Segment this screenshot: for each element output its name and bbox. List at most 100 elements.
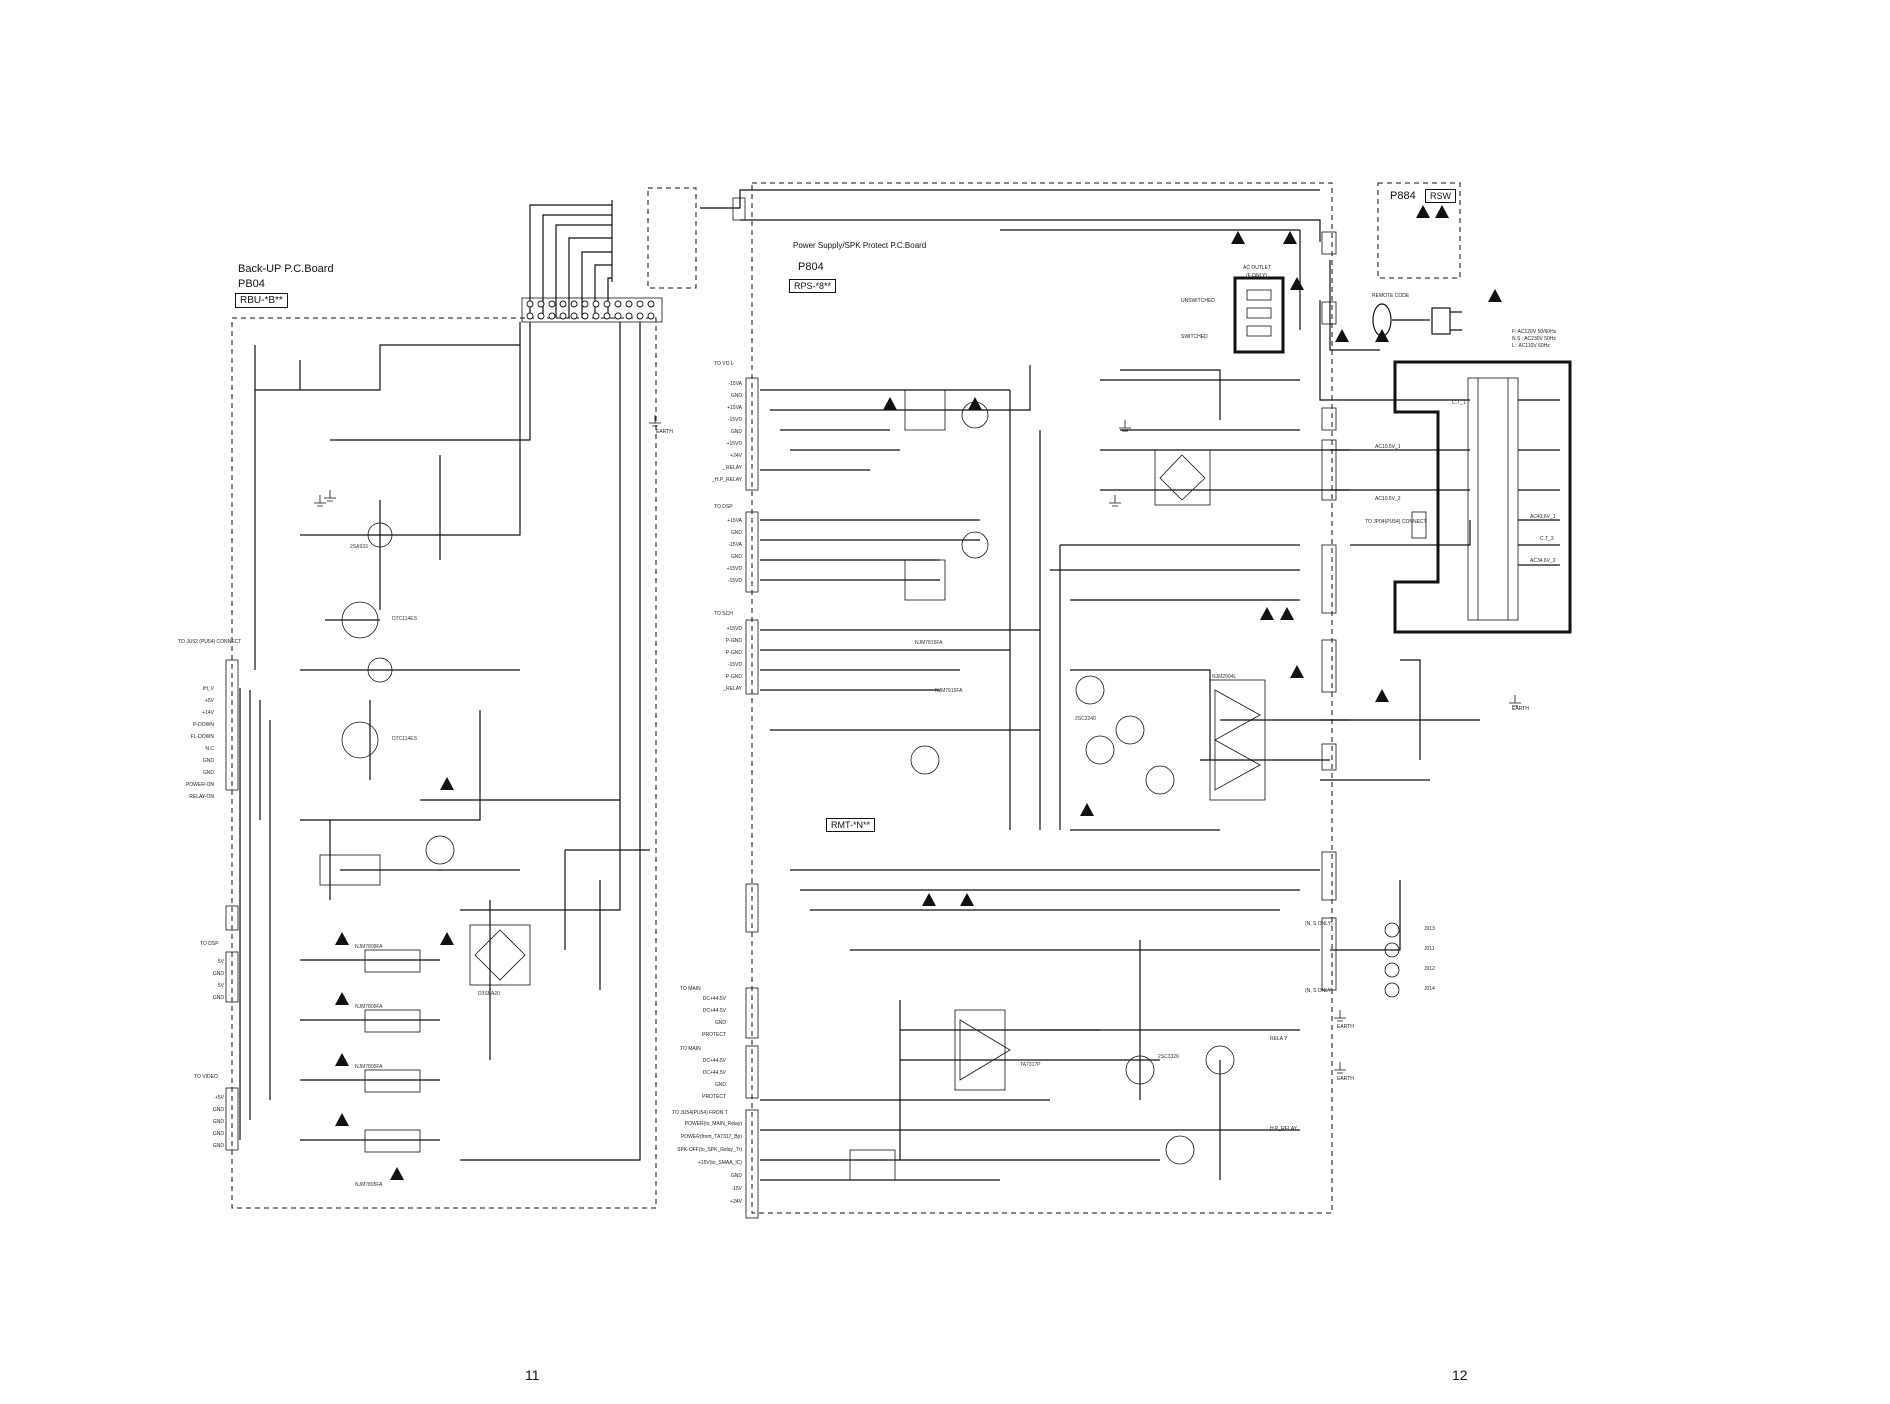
svg-text:AC43.6V_1: AC43.6V_1 [1530,514,1556,520]
svg-text:GND: GND [213,1131,225,1137]
svg-text:GND: GND [203,758,215,764]
svg-text:EARTH: EARTH [1337,1024,1354,1030]
svg-text:+24V: +24V [730,1199,742,1205]
svg-text:GND: GND [731,530,743,536]
misc-labels: AC OUTLET (F ONLY) UNSWITCHED SWITCHED R… [656,265,1557,1132]
svg-text:J011: J011 [1424,946,1435,952]
svg-text:PROTECT: PROTECT [702,1032,726,1038]
svg-text:2SA933: 2SA933 [350,544,368,550]
svg-text:TO MAIN: TO MAIN [680,1046,701,1052]
backup-wiring [239,322,650,1161]
svg-text:SWITCHED: SWITCHED [1181,334,1208,340]
backup-board-outline [231,317,657,1209]
power-board-outline [751,182,1333,1214]
j805-pin-labels: TO SCH +15VD P-GND P-GND -15VD P-GND _RE… [714,611,743,692]
svg-text:NJM7805FA: NJM7805FA [355,1064,383,1070]
svg-text:+15VD: +15VD [727,441,743,447]
svg-text:GND: GND [213,995,225,1001]
svg-text:_RELAY: _RELAY [722,686,742,692]
j804-pin-labels: TO DSP +15VA GND -15VA GND +15VD -15VD [714,504,743,584]
svg-text:GND: GND [213,1107,225,1113]
svg-text:AC10.5V_1: AC10.5V_1 [1375,444,1401,450]
svg-text:TO VIDEO: TO VIDEO [194,1074,218,1080]
svg-text:+15VD: +15VD [727,626,743,632]
svg-text:5V: 5V [218,983,225,989]
svg-text:J013: J013 [1424,926,1435,932]
ground-symbols [314,415,1521,1074]
jb04-pin-labels: TO VIDEO +5V GND GND GND GND [194,1074,225,1149]
svg-text:P-GND: P-GND [726,638,743,644]
backup-transistors [341,522,455,865]
backup-regulators [319,854,531,1153]
jb03-pin-labels: TO DSP 5V GND 5V GND [200,941,225,1001]
svg-text:NJM7915FA: NJM7915FA [935,688,963,694]
svg-text:TO JU54(PU54) FRON T: TO JU54(PU54) FRON T [672,1110,728,1116]
right-connector-pins [732,197,1427,1219]
power-wiring [760,229,1480,1181]
svg-text:_H.P_RELAY: _H.P_RELAY [711,477,743,483]
power-board-title: Power Supply/SPK Protect P.C.Board [793,241,927,250]
svg-text:-15V: -15V [731,1186,742,1192]
left-connector-pins [225,659,239,1151]
svg-text:POWER(to_MAIN_Relay): POWER(to_MAIN_Relay) [685,1121,743,1127]
svg-text:DTC114ES: DTC114ES [392,616,418,622]
switch-board-code: P884 [1390,190,1416,202]
svg-text:+15VA: +15VA [727,518,742,524]
svg-text:FL-DOWN: FL-DOWN [191,734,215,740]
svg-text:+5V: +5V [215,1095,225,1101]
svg-text:DC+44.5V: DC+44.5V [703,1070,727,1076]
page-number-right: 12 [1452,1367,1468,1383]
svg-text:2SC3326: 2SC3326 [1158,1054,1179,1060]
remote-jacks [1384,922,1400,998]
svg-text:C.T_2: C.T_2 [1540,536,1554,542]
page-number-left: 11 [525,1367,540,1383]
svg-text:AC34.6V_2: AC34.6V_2 [1530,558,1556,564]
backup-board-code: PB04 [238,278,265,290]
svg-text:EARTH: EARTH [1512,706,1529,712]
svg-text:P-DOWN: P-DOWN [193,722,214,728]
svg-text:DC+44.5V: DC+44.5V [703,1058,727,1064]
svg-text:GND: GND [213,1119,225,1125]
svg-text:TO SCH: TO SCH [714,611,733,617]
power-board-code: P804 [798,261,824,273]
svg-text:L : AC110V 60Hz: L : AC110V 60Hz [1512,343,1550,349]
ac-outlet [1233,276,1285,354]
svg-text:SPK-OFF(to_SPK_Relay_Tr): SPK-OFF(to_SPK_Relay_Tr) [677,1147,742,1153]
svg-text:-15VA: -15VA [728,381,742,387]
svg-text:C.T_1: C.T_1 [1452,400,1466,406]
svg-text:(F ONLY): (F ONLY) [1246,273,1267,279]
svg-text:POWER(from_TA7317_Bp): POWER(from_TA7317_Bp) [681,1134,742,1140]
svg-text:TO DSP: TO DSP [200,941,219,947]
svg-text:TO DSP: TO DSP [714,504,733,510]
svg-text:P-GND: P-GND [726,674,743,680]
svg-text:+5V: +5V [205,698,215,704]
svg-text:DC+44.5V: DC+44.5V [703,996,727,1002]
remote-board-variant: RMT-*N** [826,818,876,832]
svg-text:-15VD: -15VD [728,578,743,584]
svg-text:IH_V: IH_V [203,686,215,692]
svg-text:GND: GND [731,393,743,399]
jb02-pin-labels: TO JU52 (PU54) CONNECT IH_V +5V +14V P-D… [178,639,241,800]
svg-text:(N, S ONLY): (N, S ONLY) [1305,921,1333,927]
svg-text:TO JU52 (PU54) CONNECT: TO JU52 (PU54) CONNECT [178,639,241,645]
svg-text:NJM7805FA: NJM7805FA [355,1004,383,1010]
svg-text:GND: GND [203,770,215,776]
svg-text:RELA Y: RELA Y [1270,1036,1288,1042]
j803-pin-labels: TO VO L -15VA GND +15VA -15VD GND +15VD … [711,361,743,483]
svg-text:AC10.5V_2: AC10.5V_2 [1375,496,1401,502]
svg-text:TO MAIN: TO MAIN [680,986,701,992]
svg-text:N.C: N.C [205,746,214,752]
svg-text:GND: GND [715,1020,727,1026]
svg-text:EARTH: EARTH [1337,1076,1354,1082]
svg-text:-15VD: -15VD [728,417,743,423]
svg-text:TO JP04(PU54) CONNECT: TO JP04(PU54) CONNECT [1365,519,1427,525]
warning-triangles [335,205,1502,1180]
svg-text:_RELAY: _RELAY [722,465,742,471]
svg-text:DC+44.5V: DC+44.5V [703,1008,727,1014]
power-plug [1372,303,1462,337]
svg-text:GND: GND [715,1082,727,1088]
svg-text:N.S : AC230V 50Hz: N.S : AC230V 50Hz [1512,336,1556,342]
svg-text:(N, S ONLY): (N, S ONLY) [1305,988,1333,994]
svg-text:F: AC120V 50/60Hz: F: AC120V 50/60Hz [1512,329,1557,335]
svg-text:TA7317P: TA7317P [1020,1062,1041,1068]
